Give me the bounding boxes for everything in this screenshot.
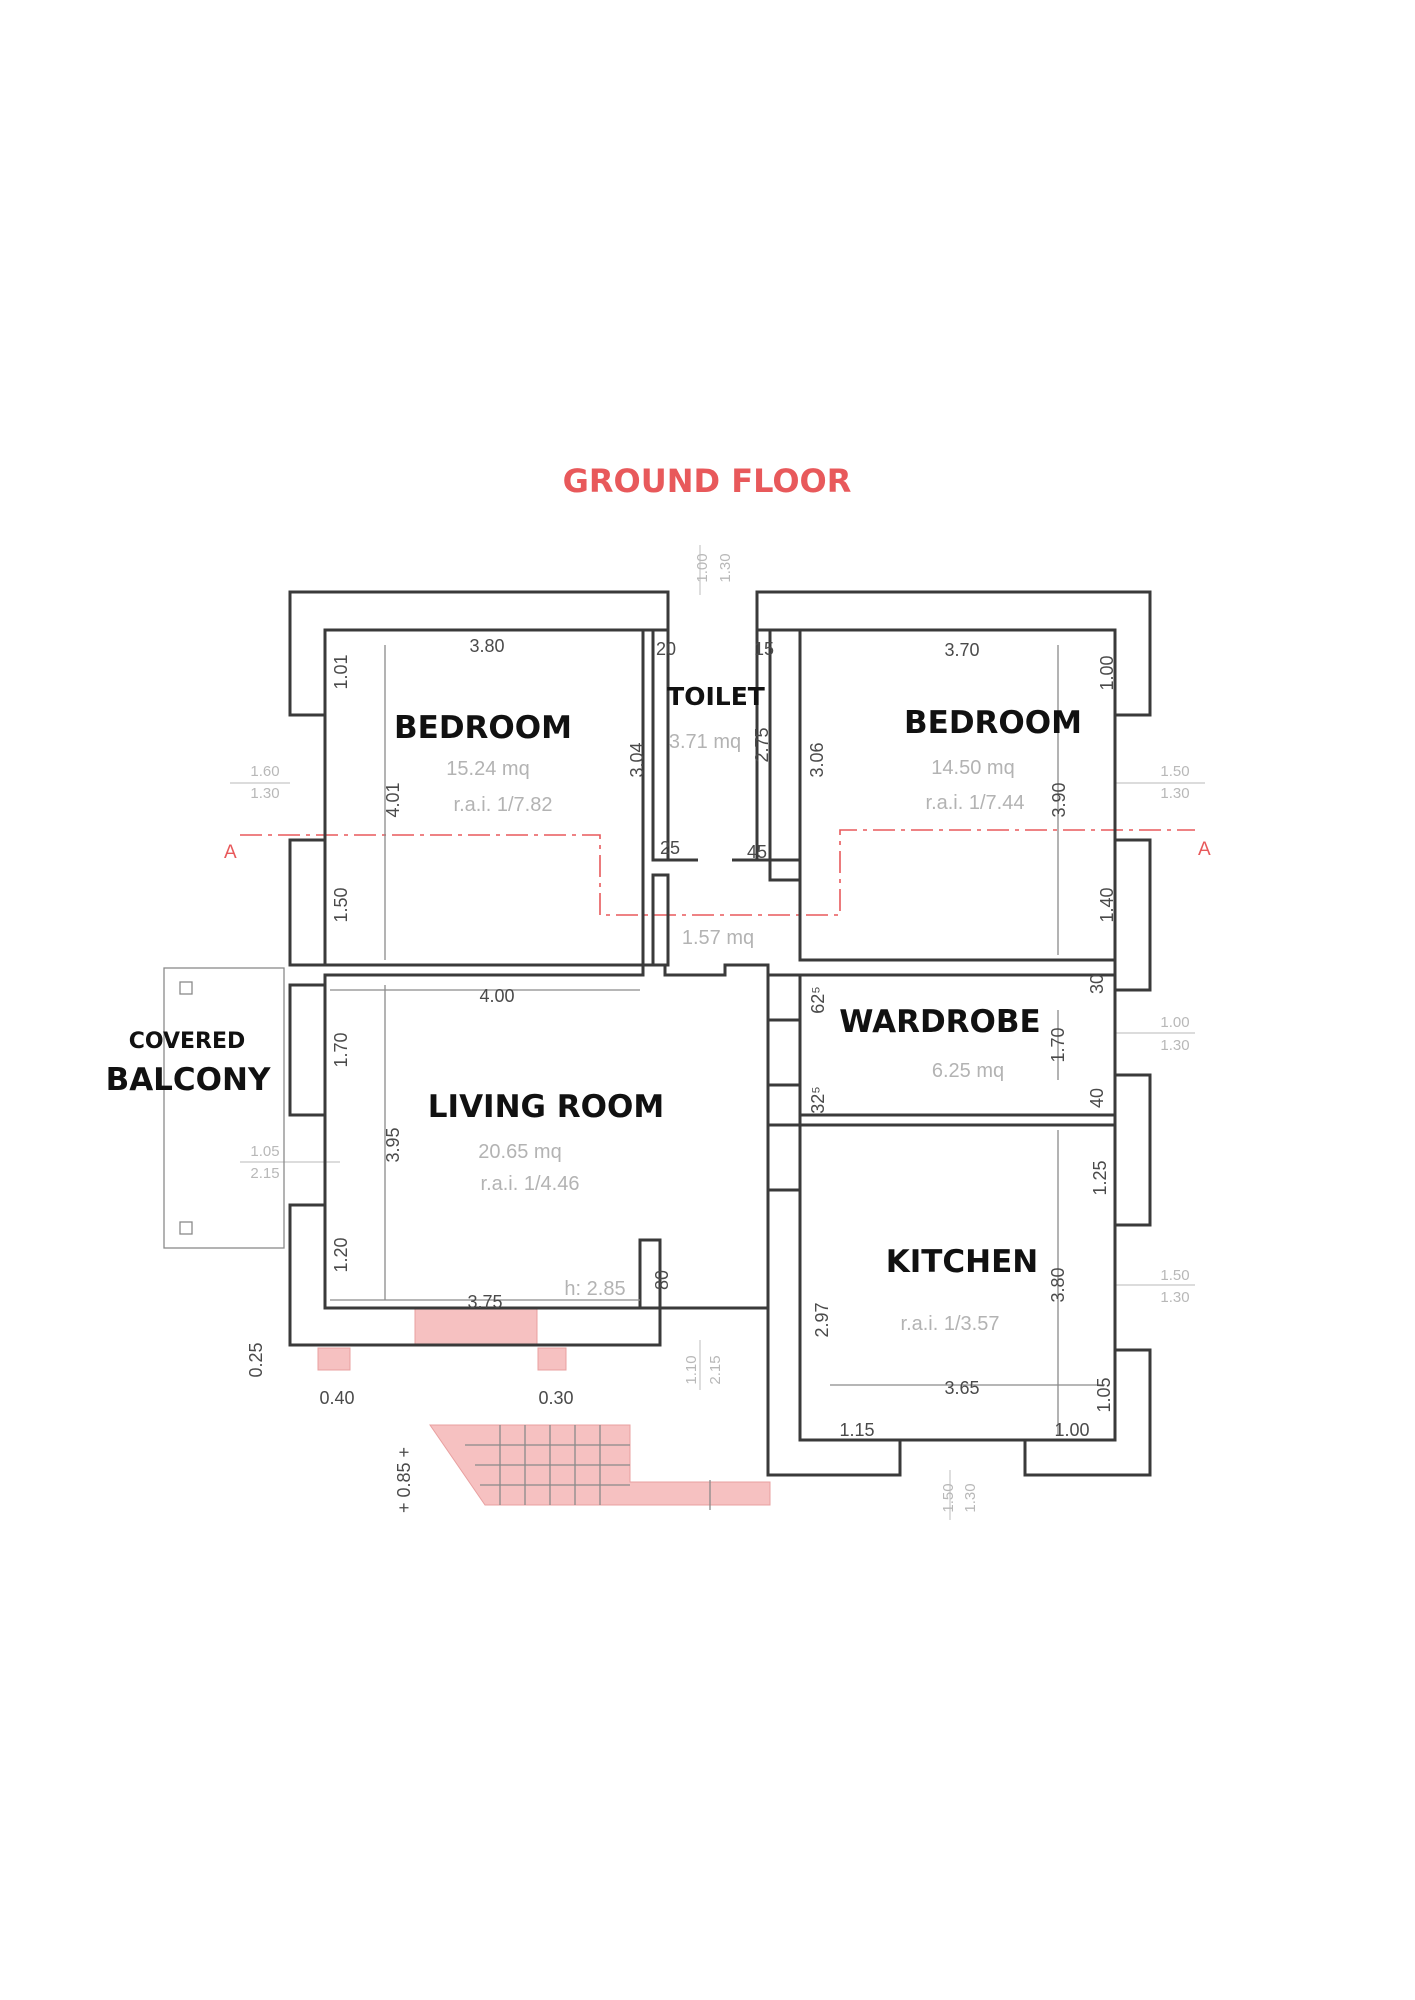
dim-297: 2.97 (812, 1302, 832, 1337)
dim-040: 0.40 (319, 1388, 354, 1408)
dimension-lines (330, 645, 1105, 1435)
dim-100h: 1.00 (1054, 1420, 1089, 1440)
win-top-a: 1.00 (694, 553, 711, 582)
room-label-balcony-bottom: BALCONY (106, 1062, 271, 1098)
balcony-outline (163, 967, 285, 1249)
dim-101: 1.01 (331, 654, 351, 689)
win-bot-a: 1.50 (940, 1483, 957, 1512)
dim-100v: 1.00 (1097, 655, 1117, 690)
room-label-balcony-top: COVERED (129, 1029, 246, 1054)
win-liv-b: 2.15 (250, 1165, 279, 1182)
dim-365: 3.65 (944, 1378, 979, 1398)
room-area-toilet: 3.71 mq (669, 731, 741, 753)
window-leader-lines (230, 545, 1205, 1520)
room-label-kitchen: KITCHEN (886, 1244, 1039, 1280)
room-label-bedroom-left: BEDROOM (394, 710, 572, 746)
dim-115: 1.15 (839, 1420, 874, 1440)
win-ward-b: 1.30 (1160, 1037, 1189, 1054)
section-cut-line (240, 829, 1195, 916)
dim-150: 1.50 (331, 887, 351, 922)
dim-085: + 0.85 + (394, 1447, 414, 1513)
dim-15: 15 (754, 639, 774, 659)
dim-40: 40 (1087, 1088, 1107, 1108)
win-top-b: 1.30 (717, 553, 734, 582)
exterior-steps (317, 1307, 771, 1510)
dim-400: 4.00 (479, 986, 514, 1006)
dim-140: 1.40 (1097, 887, 1117, 922)
room-rai-kitchen: r.a.i. 1/3.57 (901, 1313, 1000, 1335)
dim-105: 1.05 (1094, 1377, 1114, 1412)
room-label-living: LIVING ROOM (428, 1089, 664, 1125)
win-right-a: 1.50 (1160, 763, 1189, 780)
dim-120: 1.20 (331, 1237, 351, 1272)
win-door-b: 2.15 (707, 1355, 724, 1384)
room-rai-living: r.a.i. 1/4.46 (481, 1173, 580, 1195)
room-area-hall: 1.57 mq (682, 927, 754, 949)
dim-275: 2.75 (752, 727, 772, 762)
dim-395: 3.95 (383, 1127, 403, 1162)
win-right-b: 1.30 (1160, 785, 1189, 802)
win-kit-b: 1.30 (1160, 1289, 1189, 1306)
dim-30: 30 (1087, 974, 1107, 994)
win-bot-b: 1.30 (962, 1483, 979, 1512)
dim-80: 80 (652, 1270, 672, 1290)
dim-170r: 1.70 (1048, 1027, 1068, 1062)
walls (288, 590, 1152, 1477)
room-label-wardrobe: WARDROBE (839, 1004, 1040, 1040)
dim-125: 1.25 (1090, 1160, 1110, 1195)
room-height-living: h: 2.85 (564, 1278, 625, 1300)
win-liv-a: 1.05 (250, 1143, 279, 1160)
dim-375: 3.75 (467, 1292, 502, 1312)
dim-380k: 3.80 (1048, 1267, 1068, 1302)
dim-304: 3.04 (627, 742, 647, 777)
win-kit-a: 1.50 (1160, 1267, 1189, 1284)
win-door-a: 1.10 (683, 1355, 700, 1384)
win-left-a: 1.60 (250, 763, 279, 780)
dim-306: 3.06 (807, 742, 827, 777)
section-marker-left: A (224, 842, 237, 863)
dim-401: 4.01 (383, 782, 403, 817)
win-ward-a: 1.00 (1160, 1014, 1189, 1031)
room-rai-bedroom-right: r.a.i. 1/7.44 (926, 792, 1025, 814)
dim-32: 32⁵ (808, 1086, 828, 1113)
room-label-bedroom-right: BEDROOM (904, 705, 1082, 741)
dim-025: 0.25 (246, 1342, 266, 1377)
win-left-b: 1.30 (250, 785, 279, 802)
dim-390: 3.90 (1049, 782, 1069, 817)
dim-170l: 1.70 (331, 1032, 351, 1067)
room-area-bedroom-right: 14.50 mq (931, 757, 1014, 779)
dim-62: 62⁵ (808, 986, 828, 1013)
room-label-toilet: TOILET (667, 682, 765, 711)
room-rai-bedroom-left: r.a.i. 1/7.82 (454, 794, 553, 816)
room-area-living: 20.65 mq (478, 1141, 561, 1163)
dim-25: 25 (660, 838, 680, 858)
dim-370: 3.70 (944, 640, 979, 660)
room-area-bedroom-left: 15.24 mq (446, 758, 529, 780)
room-area-wardrobe: 6.25 mq (932, 1060, 1004, 1082)
dim-20: 20 (656, 639, 676, 659)
dim-030: 0.30 (538, 1388, 573, 1408)
dim-380: 3.80 (469, 636, 504, 656)
plan-title: GROUND FLOOR (563, 462, 852, 500)
dim-45: 45 (747, 842, 767, 862)
section-marker-right: A (1198, 839, 1211, 860)
